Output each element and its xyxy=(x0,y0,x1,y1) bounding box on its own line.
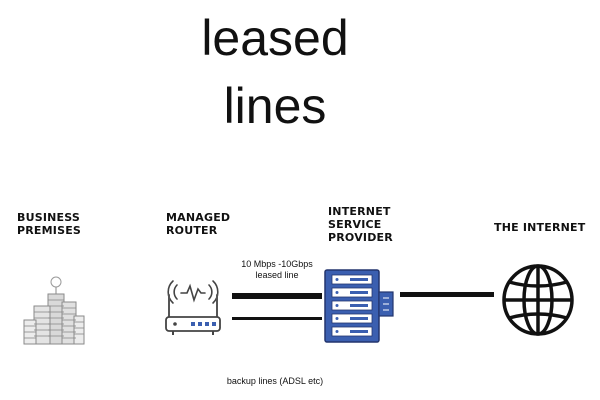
backup-lines-label: backup lines (ADSL etc) xyxy=(226,376,324,386)
isp-label-line-3: PROVIDER xyxy=(328,231,393,244)
router-label-line-2: ROUTER xyxy=(166,224,218,237)
business-label-line-1: BUSINESS xyxy=(17,211,81,224)
leased-line xyxy=(232,293,322,299)
isp-label: INTERNET SERVICE PROVIDER xyxy=(328,205,393,244)
managed-router-label: MANAGED ROUTER xyxy=(166,211,230,237)
the-internet-label: THE INTERNET xyxy=(494,221,586,234)
business-premises-label: BUSINESS PREMISES xyxy=(17,211,81,237)
isp-label-line-1: INTERNET xyxy=(328,205,391,218)
leased-line-speed: 10 Mbps -10Gbps xyxy=(241,259,313,269)
router-label-line-1: MANAGED xyxy=(166,211,231,224)
business-label-line-2: PREMISES xyxy=(17,224,82,237)
building-icon xyxy=(23,276,85,345)
isp-to-internet-line xyxy=(400,292,494,297)
router-icon xyxy=(165,280,221,335)
leased-line-label: 10 Mbps -10Gbps leased line xyxy=(222,259,332,281)
leased-line-text: leased line xyxy=(255,270,299,280)
server-icon xyxy=(324,269,394,343)
title-line-1: leased xyxy=(201,10,349,66)
title-line-2: lines xyxy=(223,78,327,134)
globe-icon xyxy=(502,264,574,336)
backup-line xyxy=(232,317,322,320)
isp-label-line-2: SERVICE xyxy=(328,218,382,231)
